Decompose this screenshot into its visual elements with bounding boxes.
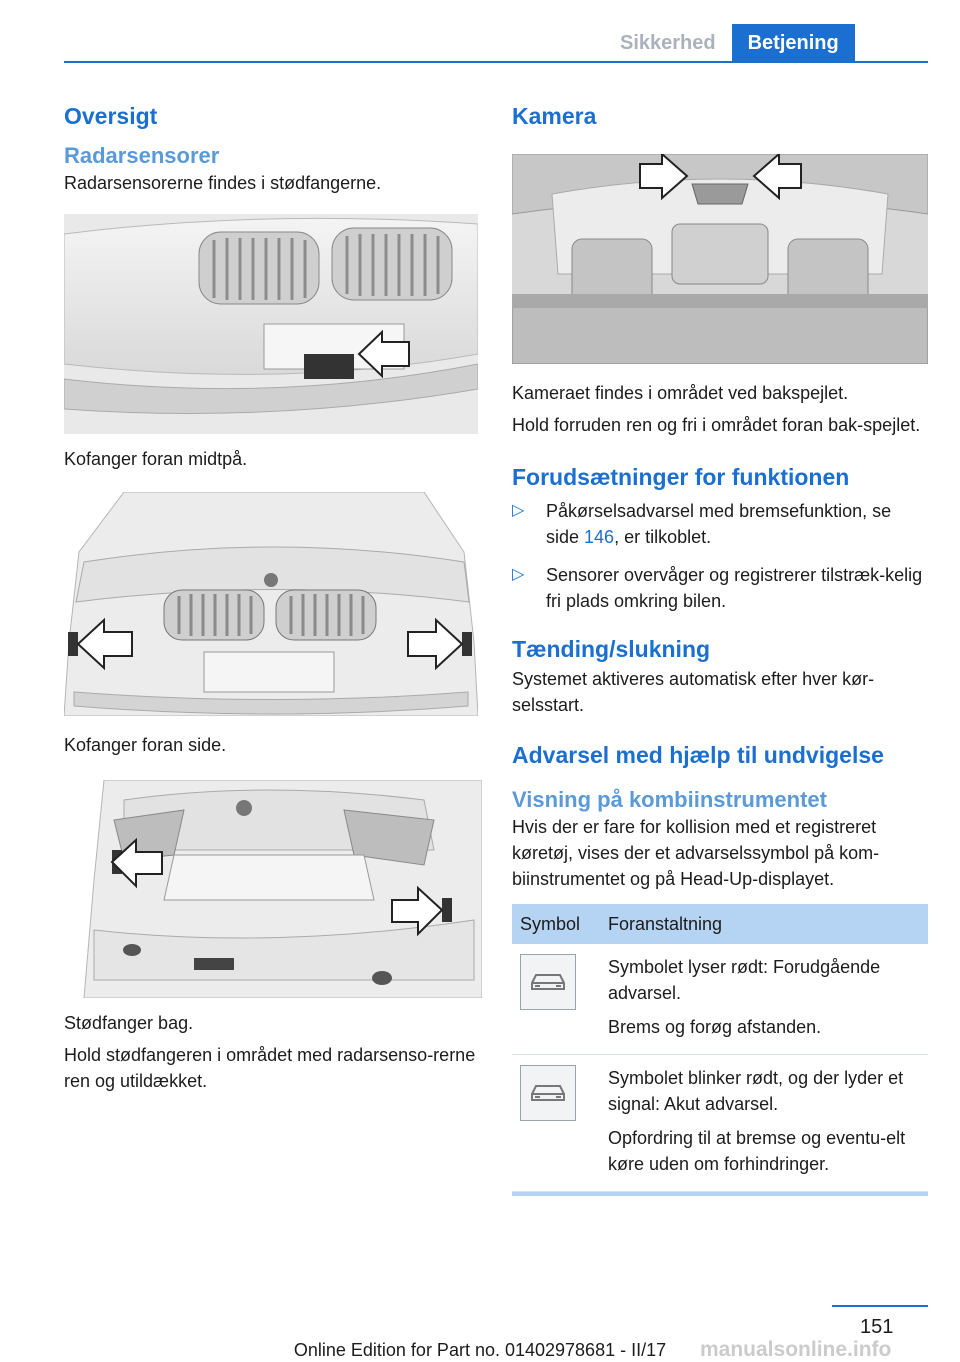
- caption-rear: Stødfanger bag.: [64, 1013, 194, 1033]
- tab-betjening[interactable]: Betjening: [731, 24, 855, 62]
- car-warning-icon: [520, 1065, 576, 1121]
- section-title-kamera: Kamera: [512, 103, 597, 129]
- warning-title: Advarsel med hjælp til undvigelse: [512, 742, 884, 768]
- front-bumper-side-image: [64, 492, 482, 716]
- caption-front-center: Kofanger foran midtpå.: [64, 449, 248, 469]
- footer-rule: [832, 1305, 928, 1307]
- bullet-text: , er tilkoblet.: [614, 527, 712, 547]
- section-title-oversigt: Oversigt: [64, 103, 158, 129]
- display-title: Visning på kombiinstrumentet: [512, 787, 827, 812]
- edition-footer: Online Edition for Part no. 01402978681 …: [293, 1340, 667, 1360]
- subtitle-radarsensorer: Radarsensorer: [64, 143, 220, 168]
- bullet-triangle-icon: ▷: [512, 502, 525, 519]
- ignition-text: Systemet aktiveres automatisk efter hver…: [512, 669, 875, 715]
- row2-line2: Opfordring til at bremse og eventu-elt k…: [608, 1128, 906, 1174]
- symbol-table: Symbol Foranstaltning Symbolet lyser r: [512, 904, 928, 1192]
- bullet-triangle-icon: ▷: [512, 566, 525, 583]
- list-item: ▷ Sensorer overvåger og registrerer tils…: [512, 562, 928, 614]
- tab-sikkerhed[interactable]: Sikkerhed: [620, 32, 716, 54]
- right-column: Kamera Kameraet findes i området ved bak…: [512, 96, 928, 1196]
- ignition-title: Tænding/slukning: [512, 636, 711, 662]
- page-link-146[interactable]: 146: [584, 527, 615, 547]
- row2-line1: Symbolet blinker rødt, og der lyder et s…: [608, 1068, 904, 1114]
- table-header-symbol: Symbol: [512, 904, 600, 944]
- page-number: 151: [860, 1316, 894, 1338]
- table-row: Symbolet lyser rødt: Forudgående advarse…: [512, 944, 928, 1055]
- camera-interior-image: [512, 154, 928, 364]
- display-text: Hvis der er fare for kollision med et re…: [512, 817, 880, 889]
- requirements-title: Forudsætninger for funktionen: [512, 464, 850, 490]
- list-item: ▷ Påkørselsadvarsel med bremsefunktion, …: [512, 498, 928, 550]
- caption-front-side: Kofanger foran side.: [64, 735, 227, 755]
- front-bumper-center-image: [64, 214, 482, 434]
- camera-clean-text: Hold forruden ren og fri i området foran…: [512, 415, 921, 435]
- left-column: Oversigt Radarsensorer Radarsensorerne f…: [64, 96, 482, 1094]
- bullet-text: Påkørselsadvarsel med bremsefunktion, se…: [546, 501, 892, 547]
- table-bottom-rule: [512, 1192, 928, 1196]
- bullet-text: Sensorer overvåger og registrerer tilstr…: [546, 565, 923, 611]
- header-tabs: Sikkerhed Betjening: [604, 24, 855, 62]
- row1-line2: Brems og forøg afstanden.: [608, 1017, 822, 1037]
- camera-location-text: Kameraet findes i området ved bakspejlet…: [512, 383, 849, 403]
- row1-line1: Symbolet lyser rødt: Forudgående advarse…: [608, 957, 881, 1003]
- rear-bumper-image: [64, 780, 482, 998]
- intro-text: Radarsensorerne findes i stødfangerne.: [64, 173, 382, 193]
- requirements-list: ▷ Påkørselsadvarsel med bremsefunktion, …: [512, 498, 928, 614]
- watermark: manualsonline.info: [700, 1338, 892, 1361]
- note-keep-clean: Hold stødfangeren i området med radarsen…: [64, 1045, 476, 1091]
- header-rule: [64, 61, 928, 63]
- car-warning-icon: [520, 954, 576, 1010]
- table-header-action: Foranstaltning: [600, 904, 928, 944]
- table-row: Symbolet blinker rødt, og der lyder et s…: [512, 1054, 928, 1192]
